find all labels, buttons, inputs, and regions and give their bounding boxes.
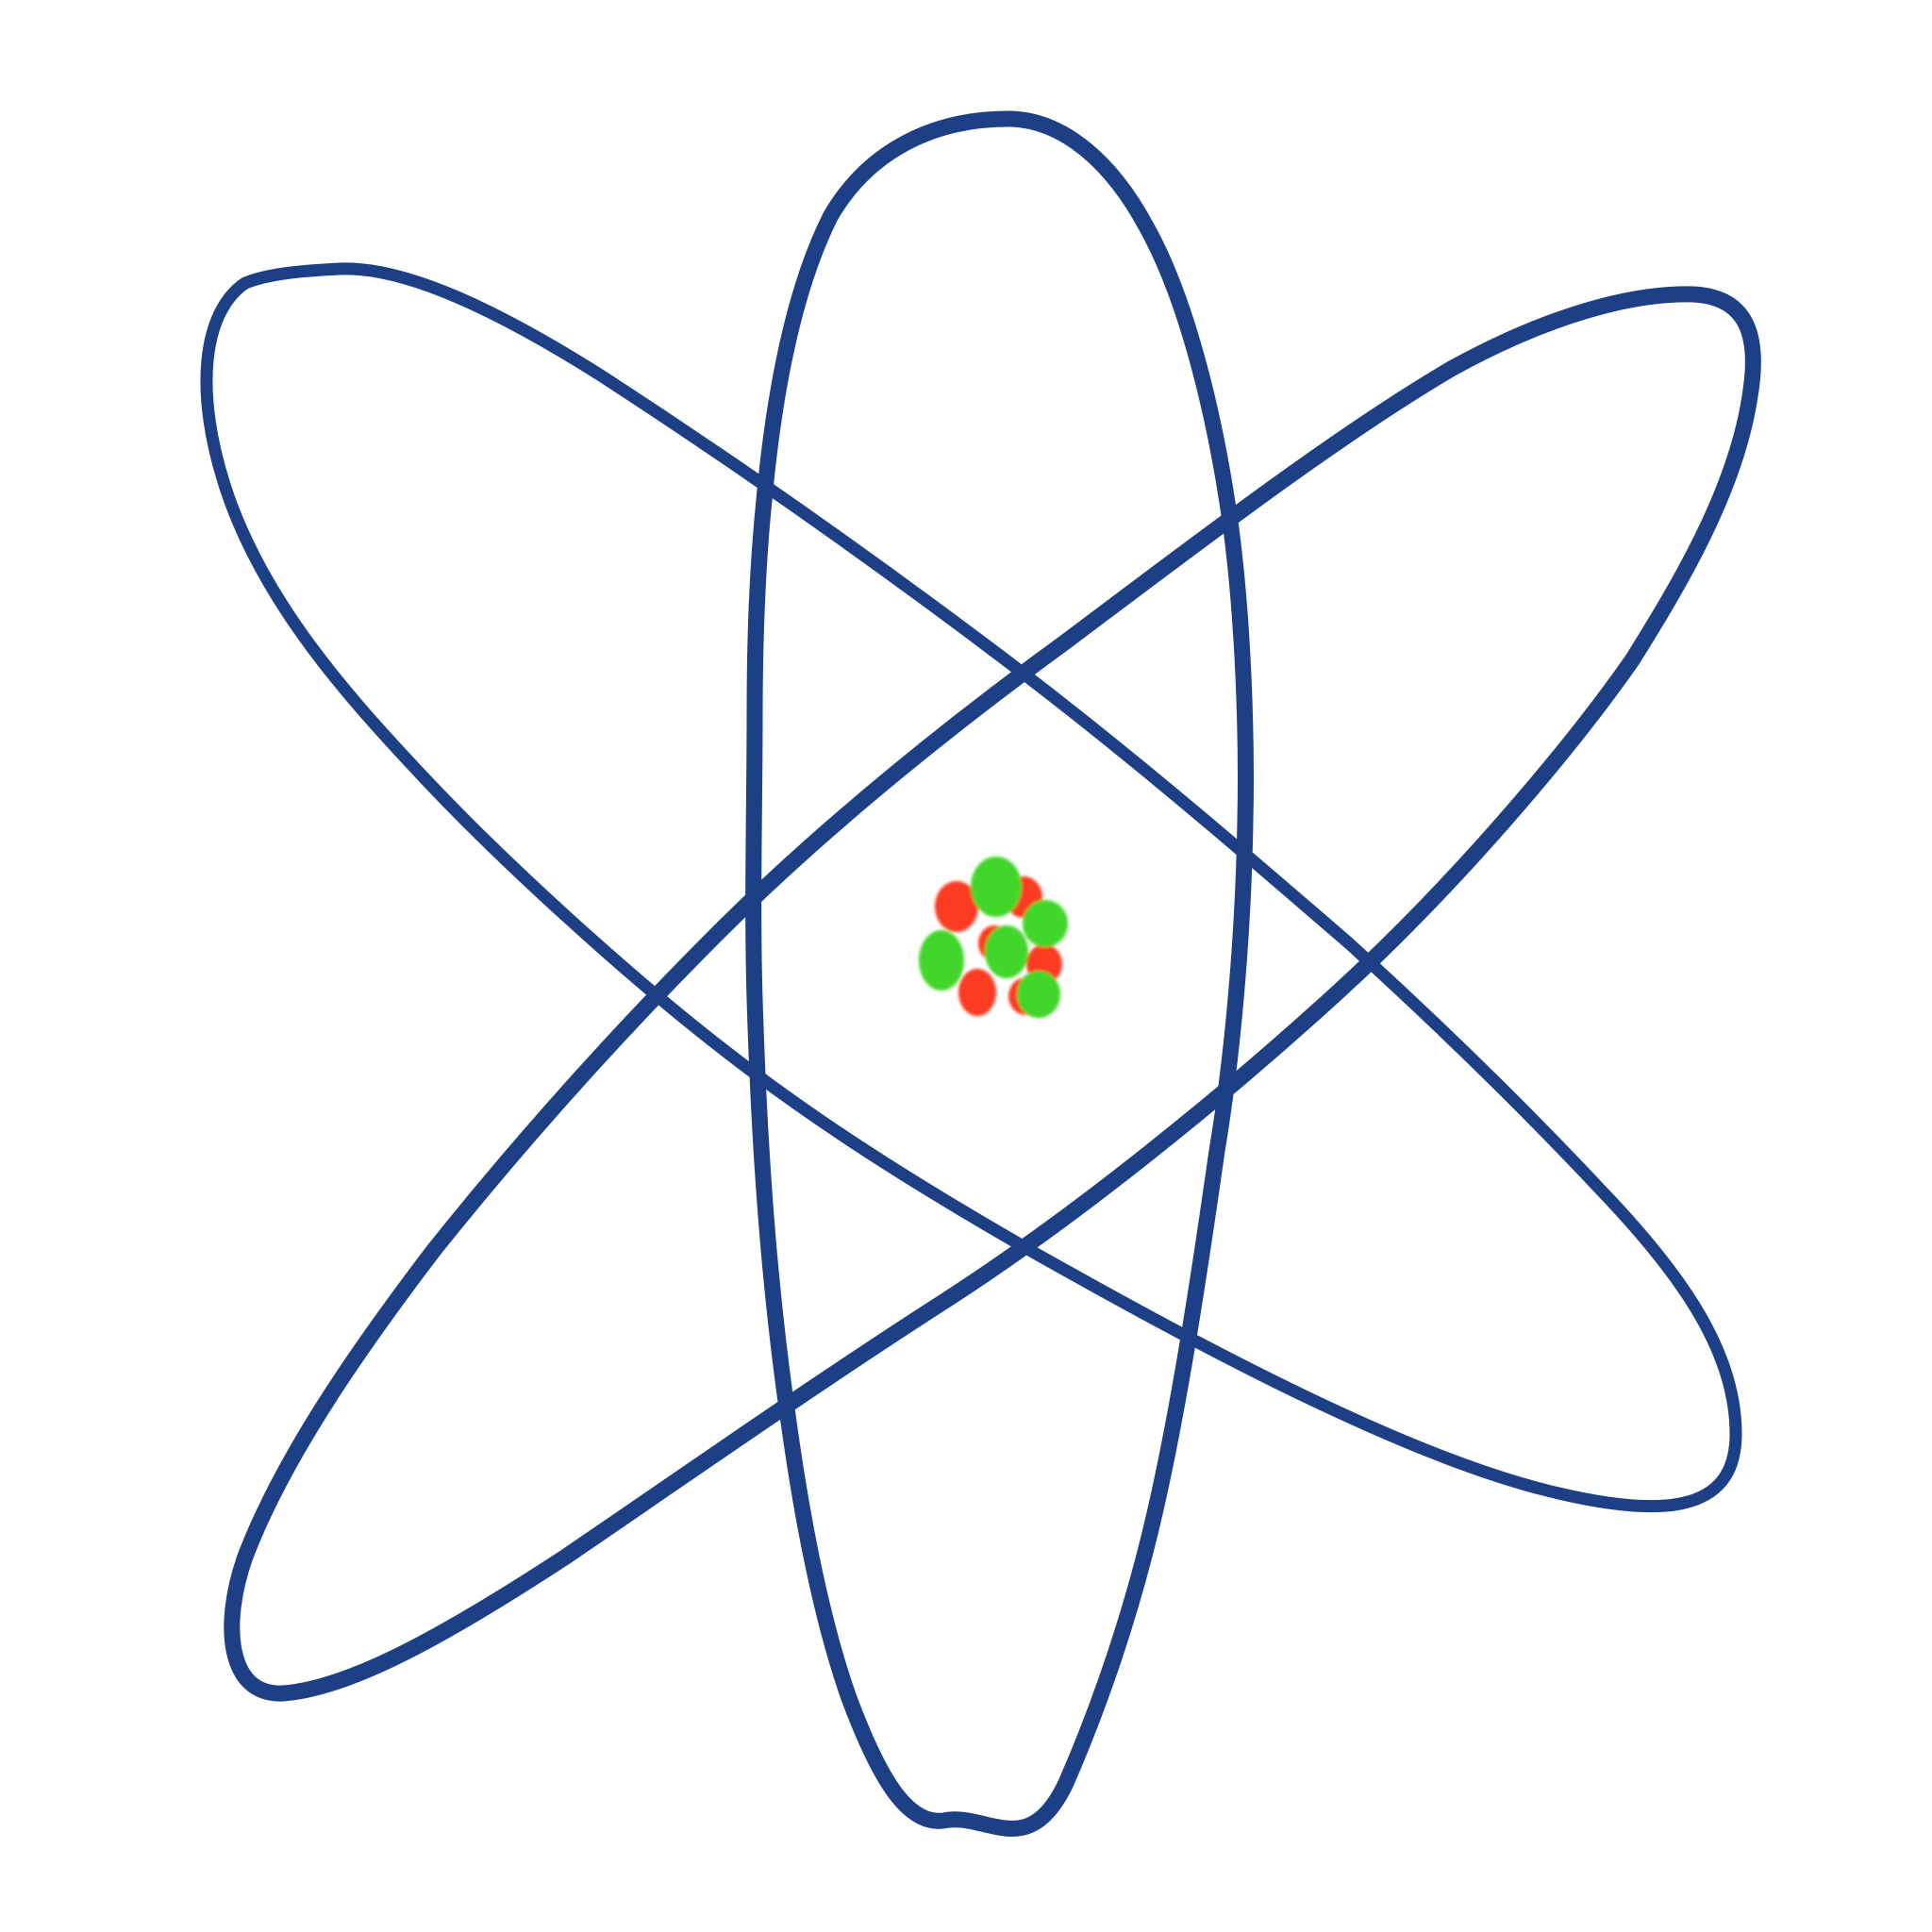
vertical-orbit — [745, 110, 1254, 1837]
neutron-4 — [919, 930, 964, 991]
proton-5 — [958, 969, 996, 1016]
nucleus — [919, 857, 1068, 1018]
neutron-2 — [1023, 900, 1068, 947]
orbit-top-left-to-bottom-right — [200, 262, 1742, 1513]
orbit-top-right-to-bottom-left — [224, 286, 1761, 1702]
orbits — [200, 110, 1761, 1837]
neutron-3 — [985, 925, 1028, 978]
neutron-5 — [1017, 971, 1060, 1018]
proton-1 — [935, 881, 978, 932]
neutron-1 — [971, 857, 1022, 917]
